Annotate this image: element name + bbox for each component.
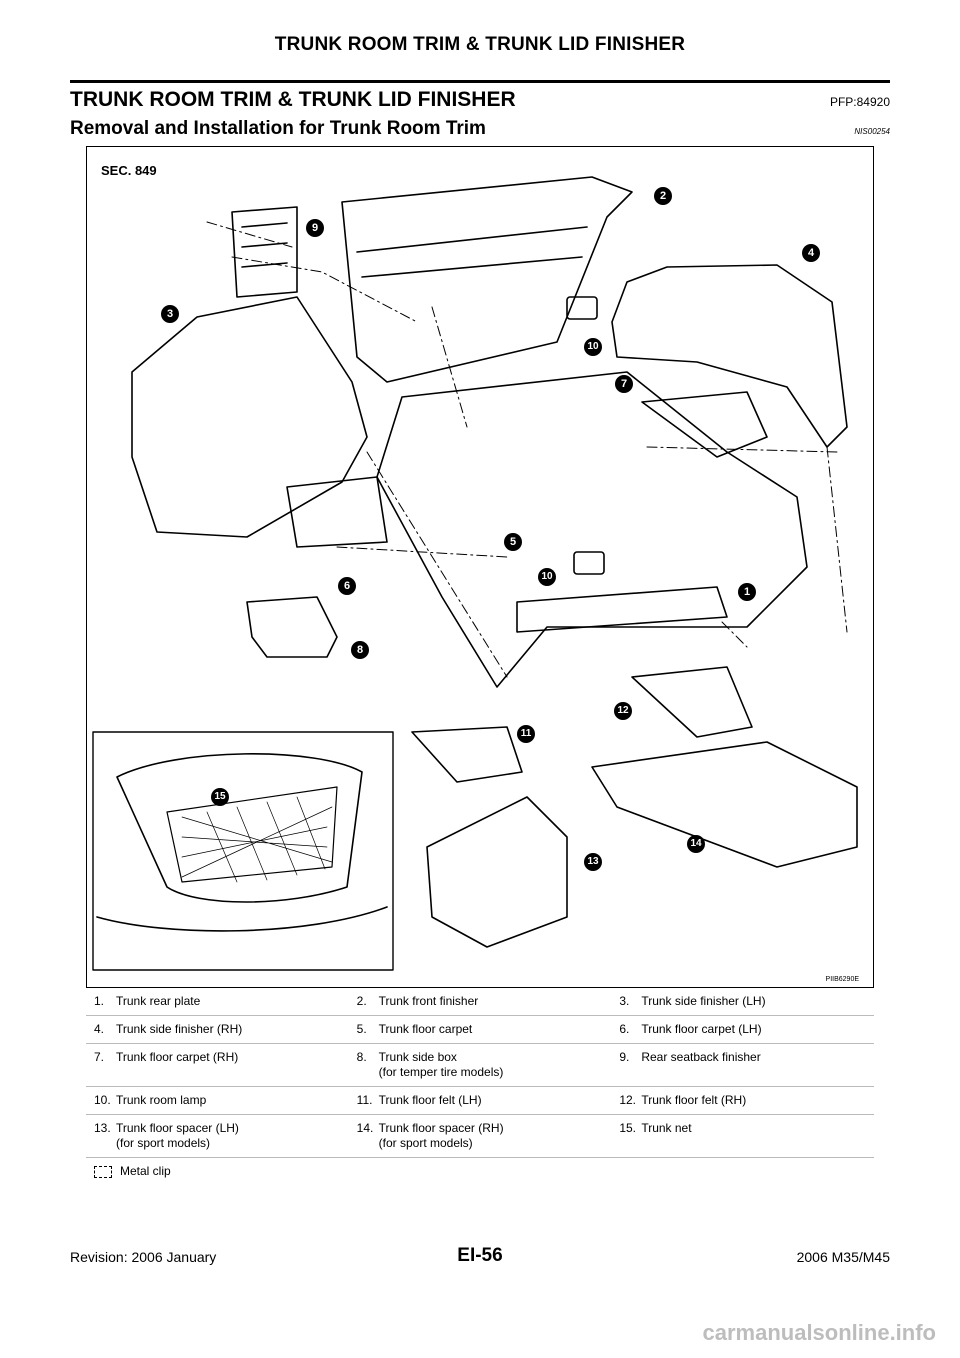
legend-item-9: 9.Rear seatback finisher — [611, 1043, 874, 1087]
section-code: PFP:84920 — [829, 95, 890, 109]
legend-row: 4.Trunk side finisher (RH) 5.Trunk floor… — [86, 1015, 874, 1044]
callout-8: 8 — [351, 641, 369, 659]
legend-item-14: 14.Trunk floor spacer (RH)(for sport mod… — [348, 1114, 612, 1158]
section-title: TRUNK ROOM TRIM & TRUNK LID FINISHER — [70, 88, 516, 111]
legend-item-1: 1.Trunk rear plate — [86, 988, 349, 1016]
callout-6: 6 — [338, 577, 356, 595]
footer-model: 2006 M35/M45 — [796, 1249, 890, 1265]
legend-item-7: 7.Trunk floor carpet (RH) — [86, 1043, 349, 1087]
callout-12: 12 — [614, 702, 632, 720]
legend-row: 1.Trunk rear plate 2.Trunk front finishe… — [86, 988, 874, 1016]
legend-item-12: 12.Trunk floor felt (RH) — [611, 1086, 874, 1115]
floor-spacer-lh-shape — [426, 796, 568, 948]
sec-label: SEC. 849 — [101, 163, 157, 178]
legend-item-3: 3.Trunk side finisher (LH) — [611, 988, 874, 1016]
room-lamp-shape-a — [566, 296, 598, 320]
legend-item-6: 6.Trunk floor carpet (LH) — [611, 1015, 874, 1044]
callout-7: 7 — [615, 375, 633, 393]
callout-14: 14 — [687, 835, 705, 853]
legend-row: 7.Trunk floor carpet (RH) 8.Trunk side b… — [86, 1043, 874, 1087]
callout-9: 9 — [306, 219, 324, 237]
floor-carpet-shape — [376, 371, 808, 688]
side-finisher-rh-shape — [611, 264, 848, 448]
callout-15: 15 — [211, 788, 229, 806]
legend-item-4: 4.Trunk side finisher (RH) — [86, 1015, 349, 1044]
diagram-illustration — [92, 176, 858, 971]
room-lamp-shape-b — [573, 551, 605, 575]
legend-item-13: 13.Trunk floor spacer (LH)(for sport mod… — [86, 1114, 349, 1158]
side-box-shape — [246, 596, 338, 658]
metal-clip-icon — [94, 1165, 112, 1178]
callout-2: 2 — [654, 187, 672, 205]
seatback-finisher-shape — [231, 206, 298, 298]
legend-item-5: 5.Trunk floor carpet — [348, 1015, 612, 1044]
legend-item-8: 8.Trunk side box(for temper tire models) — [348, 1043, 612, 1087]
footer-revision: Revision: 2006 January — [70, 1249, 217, 1265]
front-finisher-shape — [341, 176, 633, 383]
legend-item-11: 11.Trunk floor felt (LH) — [348, 1086, 612, 1115]
callout-10-top: 10 — [584, 338, 602, 356]
header-rule — [70, 80, 890, 83]
side-finisher-lh-shape — [131, 296, 368, 538]
legend-row: 13.Trunk floor spacer (LH)(for sport mod… — [86, 1114, 874, 1158]
footer-page-number: EI-56 — [457, 1245, 503, 1266]
floor-spacer-rh-shape — [591, 741, 858, 868]
page-footer: Revision: 2006 January EI-56 2006 M35/M4… — [70, 1245, 890, 1269]
legend-row: Metal clip — [86, 1158, 874, 1186]
legend-row: 10.Trunk room lamp 11.Trunk floor felt (… — [86, 1086, 874, 1115]
legend-item-metal-clip: Metal clip — [86, 1158, 874, 1186]
callout-3: 3 — [161, 305, 179, 323]
callout-10-bottom: 10 — [538, 568, 556, 586]
callout-5: 5 — [504, 533, 522, 551]
legend-item-2: 2.Trunk front finisher — [348, 988, 612, 1016]
watermark: carmanualsonline.info — [702, 1320, 937, 1345]
image-code: PIIB6290E — [825, 976, 859, 983]
callout-13: 13 — [584, 853, 602, 871]
exploded-diagram: 2 9 4 3 10 7 5 10 6 1 8 12 11 15 14 13 S… — [86, 146, 874, 988]
trunk-net-inset — [92, 731, 394, 971]
subsection-code: NIS00254 — [854, 127, 890, 136]
legend-item-10: 10.Trunk room lamp — [86, 1086, 349, 1115]
callout-1: 1 — [738, 583, 756, 601]
callout-4: 4 — [802, 244, 820, 262]
callout-11: 11 — [517, 725, 535, 743]
rear-plate-shape — [516, 586, 728, 633]
subsection-title: Removal and Installation for Trunk Room … — [70, 118, 486, 139]
legend-item-15: 15.Trunk net — [611, 1114, 874, 1158]
parts-legend: 1.Trunk rear plate 2.Trunk front finishe… — [86, 988, 874, 1185]
page-header-title: TRUNK ROOM TRIM & TRUNK LID FINISHER — [274, 34, 686, 55]
